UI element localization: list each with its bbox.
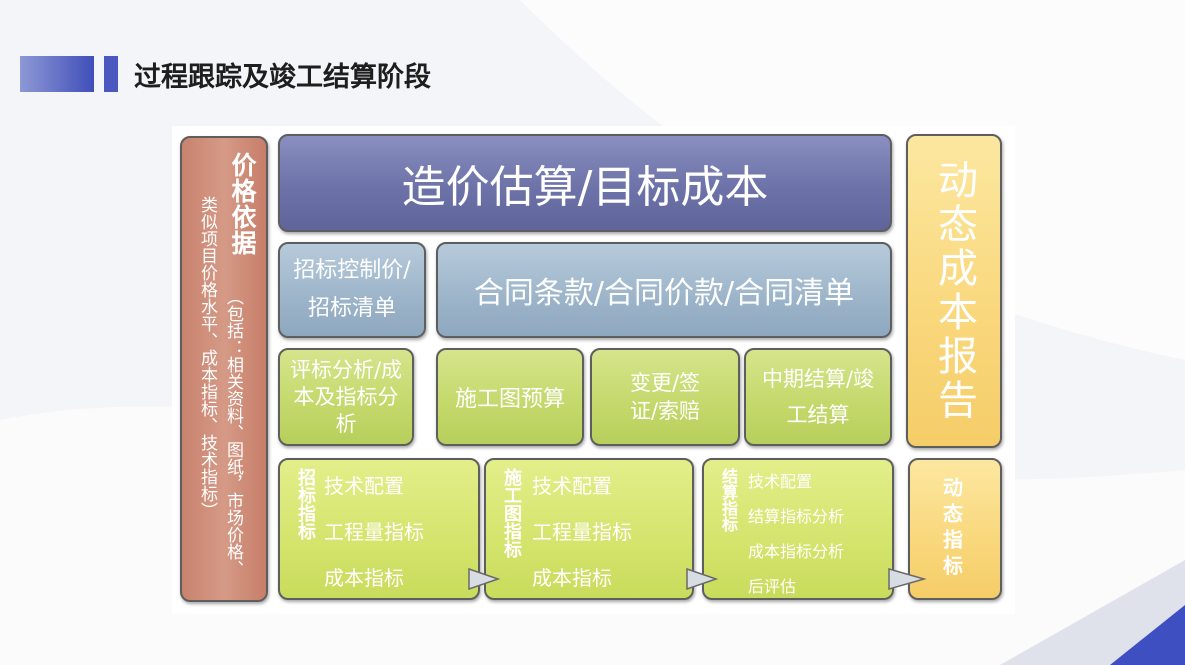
- price-basis-box: 价格依据 （包括：相关资料、图纸，市场价格、 类似项目价格水平、成本指标、技术指…: [180, 136, 268, 602]
- page-title: 过程跟踪及竣工结算阶段: [134, 62, 431, 93]
- contract-label: 合同条款/合同价款/合同清单: [473, 276, 855, 311]
- price-basis-title: 价格依据: [228, 152, 257, 256]
- tender-control-label: 招标控制价/招标清单: [293, 258, 411, 321]
- tender-index-label: 招标指标: [295, 468, 316, 540]
- bid-analysis-label: 评标分析/成本及指标分析: [289, 357, 403, 436]
- price-basis-sub1: （包括：相关资料、图纸，市场价格、: [223, 288, 243, 577]
- settlement-item-4: 后评估: [748, 577, 797, 596]
- dynamic-index-label: 动态指标: [939, 477, 964, 581]
- bid-analysis-box: 评标分析/成本及指标分析: [278, 348, 414, 446]
- arrow-right-icon: [468, 568, 500, 590]
- dynamic-index-box: 动态指标: [908, 458, 1002, 600]
- diagram-panel: 价格依据 （包括：相关资料、图纸，市场价格、 类似项目价格水平、成本指标、技术指…: [172, 126, 1015, 614]
- tender-item-3: 成本指标: [324, 566, 404, 590]
- drawing-item-1: 技术配置: [532, 474, 612, 498]
- variation-box: 变更/签证/索赔: [590, 348, 740, 446]
- drawing-item-2: 工程量指标: [532, 520, 632, 544]
- target-cost-label: 造价估算/目标成本: [401, 162, 769, 213]
- settlement-item-3: 成本指标分析: [748, 542, 845, 561]
- drawing-item-3: 成本指标: [532, 566, 612, 590]
- drawing-index-box: 施工图指标 技术配置 工程量指标 成本指标: [484, 458, 694, 600]
- dynamic-cost-report-box: 动态成本报告: [906, 134, 1002, 448]
- tender-index-box: 招标指标 技术配置 工程量指标 成本指标: [278, 458, 480, 600]
- header-accent-bar: [20, 56, 94, 92]
- tender-item-1: 技术配置: [324, 474, 404, 498]
- contract-box: 合同条款/合同价款/合同清单: [436, 242, 892, 338]
- dynamic-cost-report-label: 动态成本报告: [931, 159, 977, 423]
- target-cost-box: 造价估算/目标成本: [278, 134, 892, 232]
- variation-label: 变更/签证/索赔: [629, 371, 701, 423]
- arrow-right-icon: [888, 568, 926, 590]
- tender-control-box: 招标控制价/招标清单: [278, 242, 426, 338]
- price-basis-sub2: 类似项目价格水平、成本指标、技术指标）: [197, 196, 217, 519]
- construction-budget-label: 施工图预算: [454, 387, 565, 412]
- drawing-index-label: 施工图指标: [501, 468, 522, 558]
- settlement-item-2: 结算指标分析: [748, 507, 845, 526]
- settlement-box: 中期结算/竣工结算: [744, 348, 892, 446]
- settlement-index-label: 结算指标: [719, 468, 738, 532]
- arrow-right-icon: [686, 568, 718, 590]
- construction-budget-box: 施工图预算: [436, 348, 584, 446]
- settlement-index-box: 结算指标 技术配置 结算指标分析 成本指标分析 后评估: [702, 458, 894, 600]
- tender-item-2: 工程量指标: [324, 520, 424, 544]
- settlement-label: 中期结算/竣工结算: [761, 367, 875, 427]
- settlement-item-1: 技术配置: [748, 472, 813, 491]
- header-accent-block: [104, 56, 118, 92]
